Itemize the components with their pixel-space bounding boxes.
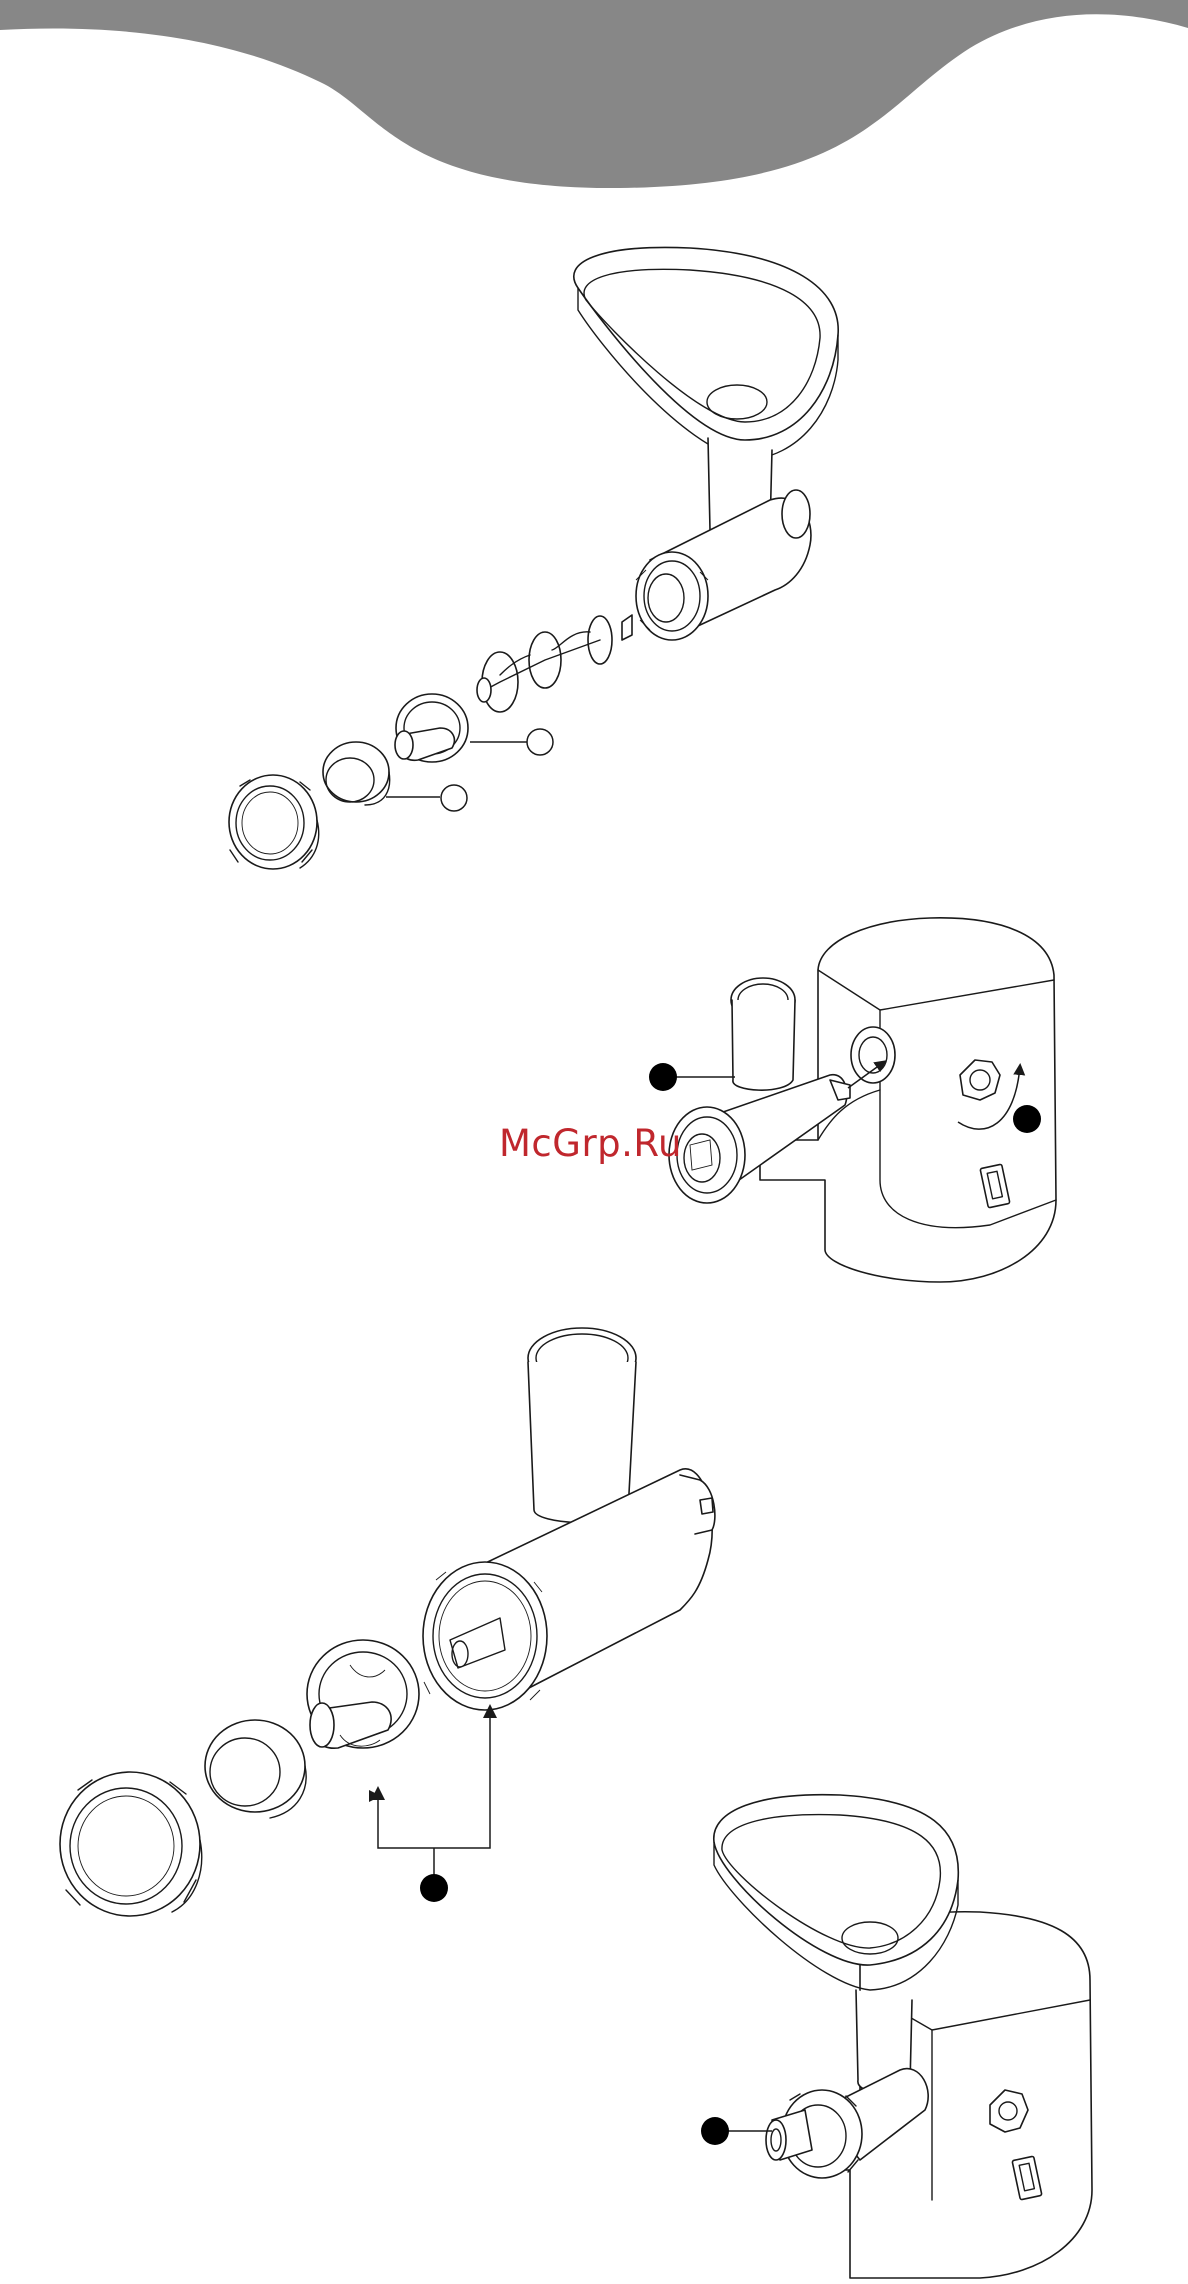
figure-attach-to-motor	[649, 918, 1056, 1282]
callout-marker-filled	[649, 1063, 677, 1091]
callout-marker-filled	[701, 2117, 729, 2145]
callout-marker-open	[527, 729, 553, 755]
figure-assembled-unit	[701, 1795, 1092, 2278]
auger-screw	[477, 615, 632, 712]
attachment-cone	[323, 742, 390, 805]
figure-exploded-assembly	[229, 247, 838, 869]
callout-marker-filled	[1013, 1105, 1041, 1133]
mincer-body	[636, 438, 811, 640]
feed-tray	[574, 247, 838, 460]
cutting-blade	[395, 694, 468, 762]
watermark-text: McGrp.Ru	[499, 1122, 682, 1165]
callout-marker-open	[441, 785, 467, 811]
figure-insert-parts	[60, 1328, 715, 1916]
header-wave-band	[0, 0, 1188, 188]
ring-nut	[229, 775, 319, 869]
callout-marker-filled	[420, 1874, 448, 1902]
